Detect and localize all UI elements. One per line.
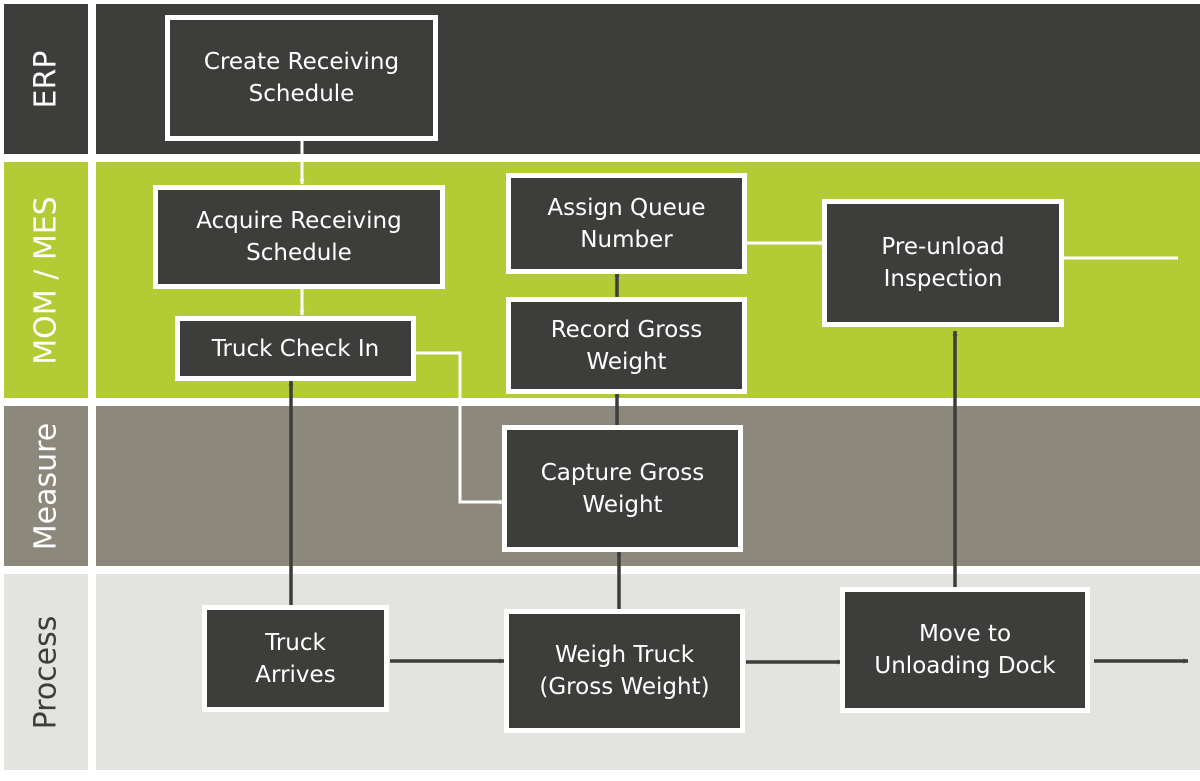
box-pre-unload-inspection-label: Pre-unload Inspection xyxy=(881,234,1005,292)
box-record-gross-weight: Record Gross Weight xyxy=(506,297,747,394)
box-assign-queue-number: Assign Queue Number xyxy=(506,173,747,274)
box-assign-queue-number-label: Assign Queue Number xyxy=(547,194,706,253)
lane-label-mom-mes-text: MOM / MES xyxy=(28,195,64,365)
box-create-receiving-schedule: Create Receiving Schedule xyxy=(165,15,438,141)
box-record-gross-weight-label: Record Gross Weight xyxy=(550,316,703,375)
box-move-to-unloading-dock: Move to Unloading Dock xyxy=(840,587,1090,713)
box-move-to-unloading-dock-label: Move to Unloading Dock xyxy=(874,621,1056,679)
box-truck-check-in-label: Truck Check In xyxy=(211,335,380,362)
box-capture-gross-weight-label: Capture Gross Weight xyxy=(540,459,705,518)
box-acquire-receiving-schedule: Acquire Receiving Schedule xyxy=(153,185,445,289)
box-capture-gross-weight: Capture Gross Weight xyxy=(502,425,743,552)
box-weigh-truck: Weigh Truck (Gross Weight) xyxy=(504,609,745,733)
lane-label-measure: Measure xyxy=(4,406,88,566)
box-weigh-truck-label: Weigh Truck (Gross Weight) xyxy=(539,642,710,700)
box-acquire-receiving-schedule-label: Acquire Receiving Schedule xyxy=(196,208,402,266)
box-pre-unload-inspection: Pre-unload Inspection xyxy=(822,199,1064,327)
box-create-receiving-schedule-label: Create Receiving Schedule xyxy=(203,49,400,107)
box-truck-arrives-label: Truck Arrives xyxy=(255,629,336,688)
lane-label-process-text: Process xyxy=(28,615,64,729)
lane-label-erp-text: ERP xyxy=(28,50,64,108)
lane-label-measure-text: Measure xyxy=(28,422,64,550)
box-truck-arrives: Truck Arrives xyxy=(202,605,389,712)
box-truck-check-in: Truck Check In xyxy=(175,316,416,381)
lane-label-erp: ERP xyxy=(4,4,88,154)
lane-label-process: Process xyxy=(4,574,88,770)
lane-label-mom-mes: MOM / MES xyxy=(4,162,88,398)
